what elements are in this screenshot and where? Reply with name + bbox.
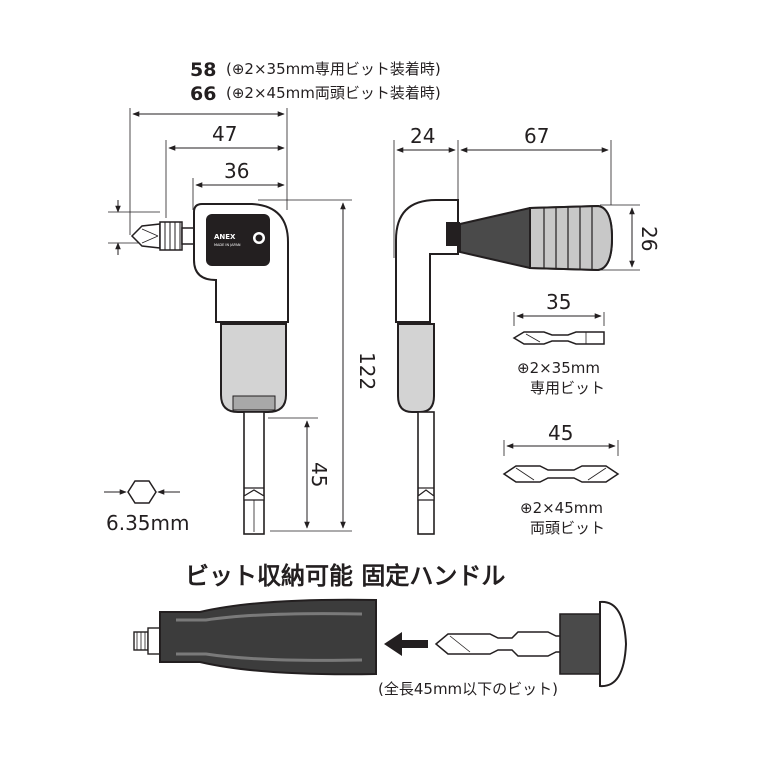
bit-tip [130, 223, 161, 249]
side-grip [397, 323, 435, 413]
bit-45-spec: ⊕2×45mm [520, 499, 603, 517]
thread-collar [159, 221, 183, 251]
bit-45-shape [502, 465, 620, 483]
front-dimension-lines [115, 111, 346, 529]
bit-45-double-ended: 45 ⊕2×45mm 両頭ビット [502, 421, 620, 537]
bit-35-length: 35 [546, 290, 571, 314]
dimension-36: 36 [224, 159, 249, 183]
dimension-47: 47 [212, 122, 237, 146]
storage-cap [559, 613, 601, 675]
storage-headline: ビット収納可能 固定ハンドル [185, 562, 505, 590]
dimension-24: 24 [410, 124, 435, 148]
bit-35-shape [512, 331, 605, 345]
insert-arrow-icon [384, 632, 428, 656]
bit-45-length: 45 [548, 421, 573, 445]
dimension-26: 26 [637, 226, 661, 251]
title-lines: 58 (⊕2×35mm専用ビット装着時) 66 (⊕2×45mm両頭ビット装着時… [190, 59, 441, 105]
bit-35-spec: ⊕2×35mm [517, 359, 600, 377]
side-view-tool: 24 67 26 [393, 124, 661, 535]
front-extension-lines [108, 108, 352, 532]
made-in-label: MADE IN JAPAN [214, 243, 241, 247]
storage-note: (全長45mm以下のビット) [378, 680, 558, 698]
brand-plate [206, 214, 270, 266]
bit-35-type: 専用ビット [530, 379, 605, 397]
hex-size-indicator: 6.35mm [104, 480, 190, 535]
bit-35-dedicated: 35 ⊕2×35mm 専用ビット [512, 290, 605, 397]
length-66-value: 66 [190, 83, 216, 105]
length-66-note: (⊕2×45mm両頭ビット装着時) [226, 84, 441, 102]
storage-illustration: (全長45mm以下のビット) [133, 598, 628, 698]
storage-handle-body [159, 598, 377, 676]
length-58-value: 58 [190, 59, 216, 81]
front-view-tool: 47 36 122 45 ANEX MADE IN JAPAN [108, 108, 379, 535]
dimension-122: 122 [355, 352, 379, 390]
dimension-67: 67 [524, 124, 549, 148]
brand-logo-text: ANEX [214, 233, 236, 241]
hex-size-label: 6.35mm [106, 511, 190, 535]
length-58-note: (⊕2×35mm専用ビット装着時) [226, 60, 441, 78]
hex-shank [243, 411, 265, 535]
bit-45-type: 両頭ビット [530, 519, 605, 537]
rubber-grip [220, 323, 287, 413]
side-head-body [395, 199, 459, 323]
dimension-45-shank: 45 [307, 462, 331, 487]
side-shank [417, 411, 435, 535]
hex-icon [127, 480, 157, 504]
